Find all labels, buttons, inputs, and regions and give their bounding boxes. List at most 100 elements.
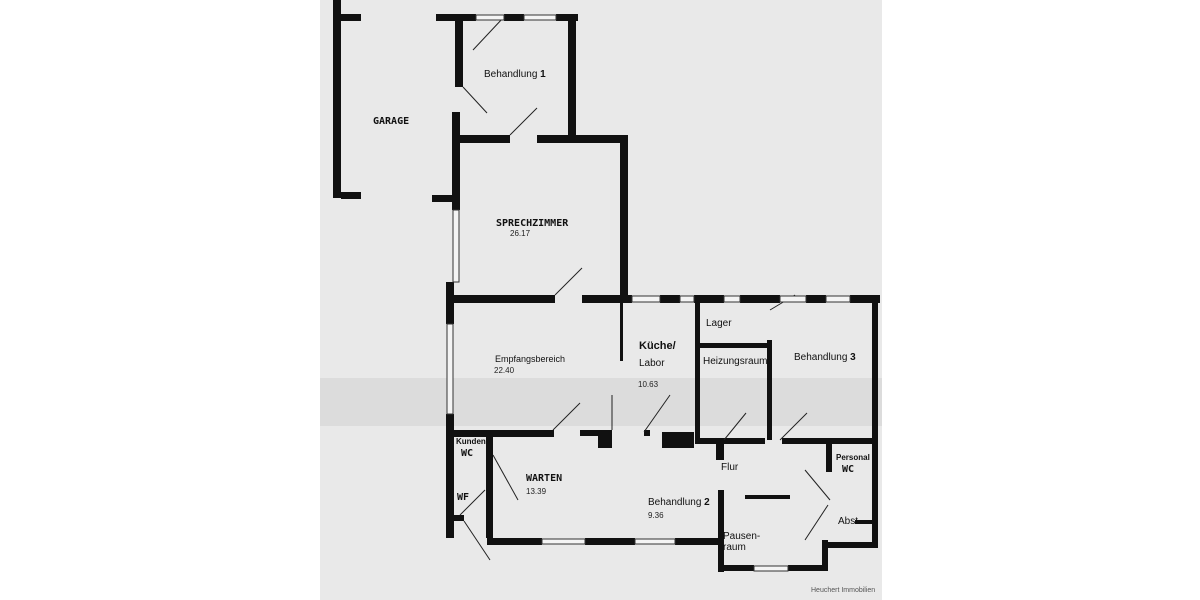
wall	[504, 14, 524, 21]
wall	[585, 538, 635, 545]
window	[723, 295, 741, 303]
wall	[724, 565, 754, 571]
room-heizungsraum: Heizungsraum	[703, 356, 768, 367]
wall	[694, 295, 724, 303]
area-kueche: 10.63	[638, 380, 659, 389]
wall	[341, 192, 361, 199]
room-lager: Lager	[706, 318, 732, 329]
wall	[487, 538, 542, 545]
wall	[850, 295, 880, 303]
room-name: Behandlung	[794, 352, 848, 363]
wall	[620, 135, 628, 300]
door-swing	[462, 86, 488, 114]
room-sprechzimmer: SPRECHZIMMER	[496, 218, 569, 229]
wall	[333, 0, 341, 198]
room-warten: WARTEN	[526, 473, 563, 484]
room-flur: Flur	[721, 462, 739, 473]
window	[452, 209, 460, 283]
wall	[644, 430, 650, 436]
wall	[767, 340, 772, 440]
window	[825, 295, 851, 303]
room-pausenraum: Pausen-	[723, 531, 761, 542]
wall	[460, 135, 510, 143]
room-behandlung-2: Behandlung 2	[648, 497, 710, 508]
door-swing	[554, 267, 583, 296]
wall	[716, 440, 724, 460]
door-swing	[804, 469, 831, 501]
door-swing	[552, 402, 581, 431]
wall	[454, 430, 554, 437]
room-kunden: Kunden	[456, 437, 486, 446]
wall	[446, 414, 454, 538]
credit-text: Heuchert Immobilien	[811, 587, 876, 594]
window	[679, 295, 695, 303]
wall	[788, 565, 828, 571]
window	[523, 14, 557, 21]
wall	[568, 14, 576, 142]
room-pausenraum-2: raum	[723, 542, 746, 553]
wall	[806, 295, 826, 303]
windows	[446, 14, 851, 572]
door-swing	[463, 520, 491, 561]
wall	[872, 300, 878, 545]
window	[475, 14, 505, 21]
room-behandlung-3: Behandlung 3	[794, 352, 856, 363]
room-behandlung-1: Behandlung 1	[484, 69, 546, 80]
door-swing	[459, 489, 486, 516]
room-number: 2	[704, 497, 710, 508]
window	[753, 565, 789, 572]
wall	[580, 430, 600, 436]
room-labor: Labor	[639, 358, 665, 369]
room-abstellraum: Abst.	[838, 516, 861, 527]
wall	[740, 295, 780, 303]
room-wf: WF	[457, 492, 470, 503]
door-swing	[509, 107, 538, 136]
wall	[454, 295, 555, 303]
wall	[782, 438, 878, 444]
wall	[620, 303, 623, 361]
wall	[432, 195, 452, 202]
wall	[855, 520, 875, 524]
door-swing	[779, 412, 808, 441]
wall	[822, 540, 828, 570]
wall	[828, 542, 878, 548]
window	[541, 538, 586, 545]
wall	[718, 490, 724, 572]
wall	[662, 432, 694, 448]
walls	[333, 0, 880, 572]
paper-fold	[320, 378, 882, 426]
room-number: 3	[850, 352, 856, 363]
wall	[455, 14, 463, 87]
window	[631, 295, 661, 303]
wall	[582, 295, 632, 303]
room-kueche: Küche/	[639, 340, 676, 352]
door-swing	[472, 17, 504, 51]
wall	[537, 135, 628, 143]
room-garage: GARAGE	[373, 116, 410, 127]
window	[779, 295, 807, 303]
door-swing	[643, 394, 671, 433]
wall	[745, 495, 790, 499]
door-swings	[459, 17, 831, 561]
area-sprechzimmer: 26.17	[510, 229, 531, 238]
door-swing	[492, 454, 519, 501]
door-swing	[804, 504, 829, 541]
door-swing	[723, 412, 747, 441]
area-warten: 13.39	[526, 487, 547, 496]
wall	[446, 282, 454, 324]
wall	[452, 112, 460, 210]
wall	[695, 438, 765, 444]
wall	[454, 515, 464, 521]
wall	[695, 303, 700, 443]
room-personal-wc: WC	[842, 464, 855, 475]
wall	[660, 295, 680, 303]
wall	[556, 14, 578, 21]
room-name: Behandlung	[648, 497, 702, 508]
room-number: 1	[540, 69, 546, 80]
wall	[341, 14, 361, 21]
room-empfangsbereich: Empfangsbereich	[495, 354, 566, 364]
wall	[697, 343, 767, 348]
room-personal: Personal	[836, 453, 870, 462]
wall	[675, 538, 720, 545]
